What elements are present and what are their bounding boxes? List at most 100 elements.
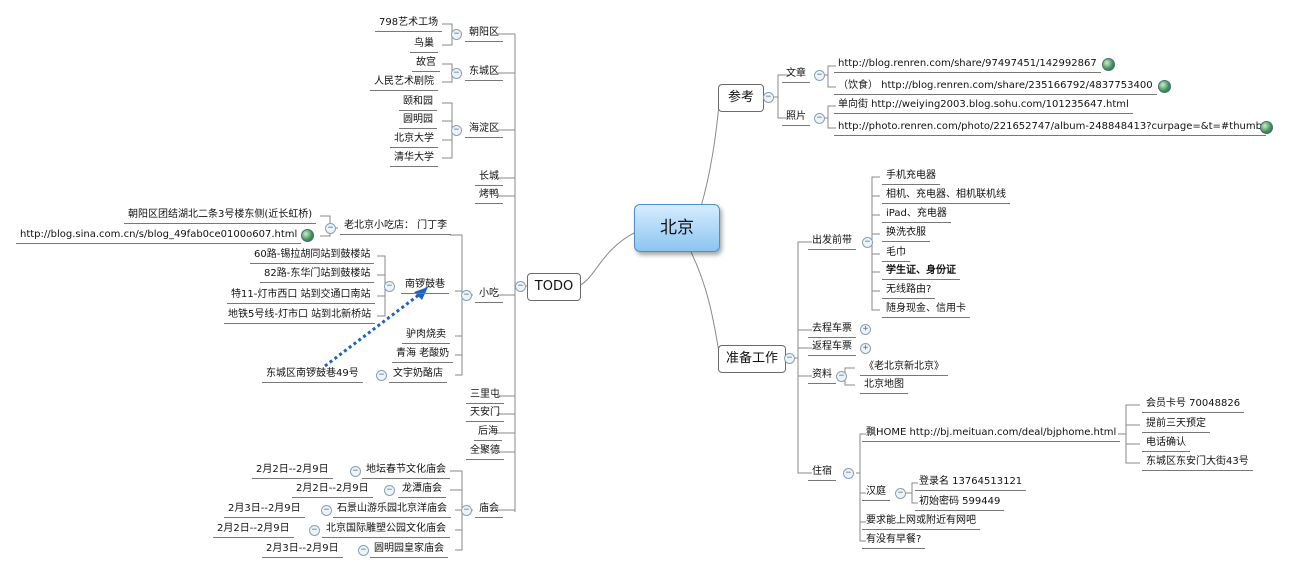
nanluoguxiang[interactable]: 南锣鼓巷 [401,278,449,294]
phome-item-1[interactable]: 会员卡号 70048826 [1142,397,1245,413]
haidian-collapse-toggle[interactable]: − [451,125,462,136]
zhaopian-collapse-toggle[interactable]: − [814,113,825,124]
miaohui-name-3[interactable]: 石景山游乐园北京洋庙会 [333,502,451,518]
nanluo-route-subway5[interactable]: 地铁5号线-灯市口 站到北新桥站 [224,308,376,324]
zhusu-wang[interactable]: 要求能上网或附近有网吧 [862,514,980,530]
laobeijing-xiaochi[interactable]: 老北京小吃店： 门丁李 [340,219,452,235]
wenzhang-topic[interactable]: 文章 [782,67,810,83]
cankao-collapse-toggle[interactable]: − [763,92,774,103]
topic-kaoya[interactable]: 烤鸭 [475,188,503,204]
phome-topic[interactable]: 飘HOME http://bj.meituan.com/deal/bjphome… [862,426,1121,442]
wenzhang-collapse-toggle[interactable]: − [814,70,825,81]
todo-topic[interactable]: TODO [527,273,581,301]
todo-collapse-toggle[interactable]: − [515,281,526,292]
district-dongcheng[interactable]: 东城区 [465,65,503,81]
fancheng-chepiao[interactable]: 返程车票 [808,340,856,356]
laobeijing-address[interactable]: 朝阳区团结湖北二条3号楼东侧(近长虹桥) [124,208,317,224]
place-sanlitun[interactable]: 三里屯 [466,388,504,404]
link-globe-icon[interactable] [1260,121,1273,134]
place-tiananmen[interactable]: 天安门 [466,406,504,422]
wenyu-collapse-toggle[interactable]: − [376,370,387,381]
miaohui-toggle-1[interactable]: − [350,466,361,477]
chufa-item-5[interactable]: 毛巾 [882,246,910,262]
chufa-item-3[interactable]: iPad、充电器 [882,207,951,223]
dongcheng-collapse-toggle[interactable]: − [451,68,462,79]
miaohui-date-4[interactable]: 2月2日--2月9日 [213,522,294,538]
qucheng-expand-toggle[interactable]: + [860,324,871,335]
dongcheng-item-gugong[interactable]: 故宫 [412,56,440,72]
haidian-item-qinghua[interactable]: 清华大学 [390,151,438,167]
ziliao-item-1[interactable]: 《老北京新北京》 [860,360,948,376]
haidian-item-yiheyuan[interactable]: 颐和园 [399,95,437,111]
phome-item-3[interactable]: 电话确认 [1142,436,1190,452]
chufa-item-2[interactable]: 相机、充电器、相机联机线 [882,188,1010,204]
topic-changcheng[interactable]: 长城 [475,170,503,186]
link-globe-icon[interactable] [301,229,314,242]
topic-xiaochi[interactable]: 小吃 [475,287,503,303]
zhusu-collapse-toggle[interactable]: − [843,468,854,479]
miaohui-name-2[interactable]: 龙潭庙会 [398,482,446,498]
link-globe-icon[interactable] [1102,58,1115,71]
zhusu-zaocan[interactable]: 有没有早餐? [862,533,926,549]
miaohui-name-1[interactable]: 地坛春节文化庙会 [362,463,450,479]
chaoyang-item-798[interactable]: 798艺术工场 [375,16,443,32]
chufa-item-7[interactable]: 无线路由? [882,283,936,299]
haidian-item-beida[interactable]: 北京大学 [390,132,438,148]
zhaopian-link-1[interactable]: 单向街 http://weiying2003.blog.sohu.com/101… [834,98,1133,114]
hanting-topic[interactable]: 汉庭 [862,485,890,501]
haidian-item-yuanmingyuan[interactable]: 圆明园 [399,113,437,129]
zhunbei-collapse-toggle[interactable]: − [784,353,795,364]
chufa-collapse-toggle[interactable]: − [862,237,873,248]
district-chaoyang[interactable]: 朝阳区 [465,26,503,42]
phome-item-4[interactable]: 东城区东安门大街43号 [1142,455,1253,471]
hanting-password[interactable]: 初始密码 599449 [915,495,1005,511]
miaohui-toggle-2[interactable]: − [384,485,395,496]
miaohui-toggle-3[interactable]: − [321,505,332,516]
wenzhang-link-1[interactable]: http://blog.renren.com/share/97497451/14… [834,57,1101,73]
cankao-topic[interactable]: 参考 [718,84,764,112]
nanluo-route-te11[interactable]: 特11-灯市西口 站到交通口南站 [227,288,375,304]
topic-miaohui[interactable]: 庙会 [475,502,503,518]
chufa-item-4[interactable]: 换洗衣服 [882,226,930,242]
fancheng-expand-toggle[interactable]: + [860,343,871,354]
nanluo-route-82[interactable]: 82路-东华门站到鼓楼站 [260,267,375,283]
chufa-topic[interactable]: 出发前带 [808,234,856,250]
laobeijing-collapse-toggle[interactable]: − [325,223,336,234]
link-globe-icon[interactable] [1158,80,1171,93]
hanting-collapse-toggle[interactable]: − [895,488,906,499]
xiaochi-collapse-toggle[interactable]: − [461,290,472,301]
miaohui-name-5[interactable]: 圆明园皇家庙会 [370,542,448,558]
miaohui-date-5[interactable]: 2月3日--2月9日 [262,542,343,558]
qucheng-chepiao[interactable]: 去程车票 [808,322,856,338]
chaoyang-collapse-toggle[interactable]: − [451,29,462,40]
zhaopian-link-2[interactable]: http://photo.renren.com/photo/221652747/… [834,120,1266,136]
miaohui-collapse-toggle[interactable]: − [461,505,472,516]
chufa-item-8[interactable]: 随身现金、信用卡 [882,302,970,318]
wenyu-nailaodian[interactable]: 文宇奶酪店 [389,367,447,383]
dongcheng-item-renyi[interactable]: 人民艺术剧院 [370,75,438,91]
zhaopian-topic[interactable]: 照片 [782,110,810,126]
miaohui-date-3[interactable]: 2月3日--2月9日 [224,502,305,518]
nanluo-collapse-toggle[interactable]: − [384,281,395,292]
ziliao-topic[interactable]: 资料 [808,368,836,384]
zhusu-topic[interactable]: 住宿 [808,465,836,481]
nanluo-route-60[interactable]: 60路-锡拉胡同站到鼓楼站 [250,248,375,264]
hanting-login[interactable]: 登录名 13764513121 [915,475,1027,491]
chufa-item-6[interactable]: 学生证、身份证 [882,264,960,280]
ziliao-item-2[interactable]: 北京地图 [860,378,908,394]
miaohui-toggle-4[interactable]: − [309,525,320,536]
phome-item-2[interactable]: 提前三天预定 [1142,417,1210,433]
qinghai-laosuannai[interactable]: 青海 老酸奶 [392,347,454,363]
chufa-item-1[interactable]: 手机充电器 [882,169,940,185]
miaohui-date-2[interactable]: 2月2日--2月9日 [292,482,373,498]
miaohui-date-1[interactable]: 2月2日--2月9日 [252,463,333,479]
zhunbei-topic[interactable]: 准备工作 [718,345,786,373]
district-haidian[interactable]: 海淀区 [465,122,503,138]
lvrou-shaomai[interactable]: 驴肉烧卖 [402,328,450,344]
wenyu-address[interactable]: 东城区南锣鼓巷49号 [262,367,363,383]
ziliao-collapse-toggle[interactable]: − [836,371,847,382]
miaohui-name-4[interactable]: 北京国际雕塑公园文化庙会 [322,522,450,538]
center-topic[interactable]: 北京 [634,204,720,252]
laobeijing-url[interactable]: http://blog.sina.com.cn/s/blog_49fab0ce0… [16,228,302,244]
wenzhang-link-2[interactable]: （饮食） http://blog.renren.com/share/235166… [834,79,1157,95]
